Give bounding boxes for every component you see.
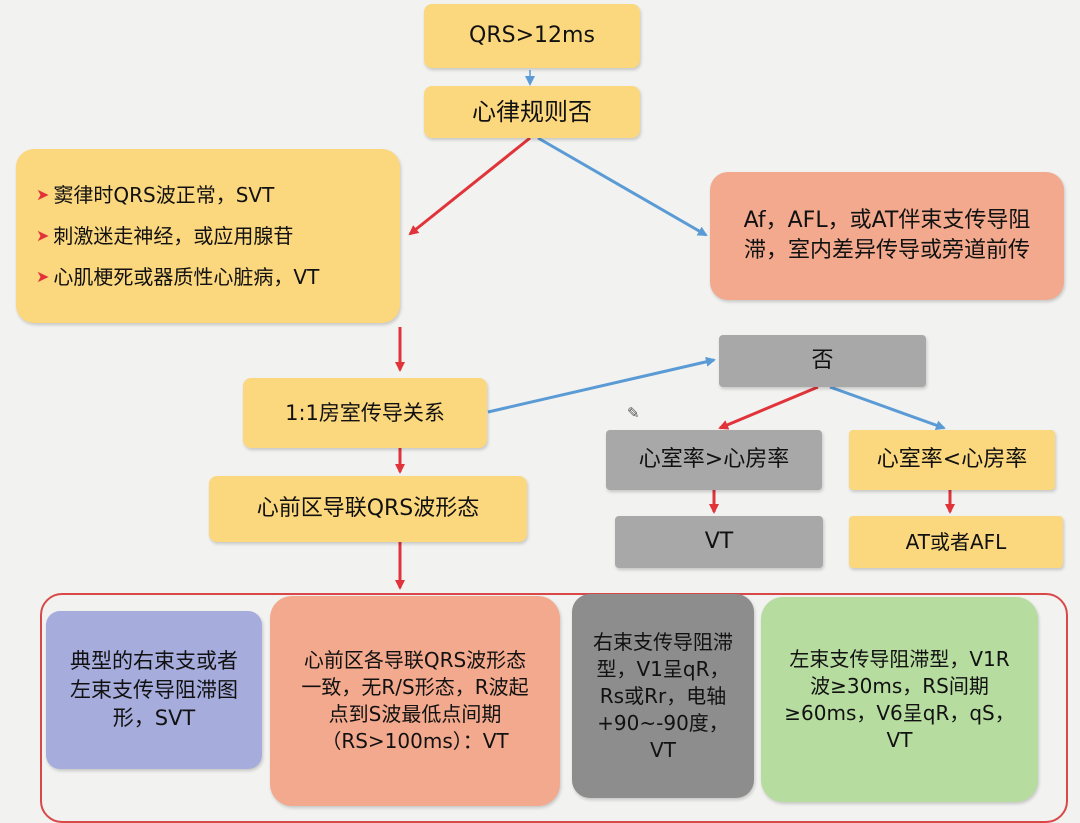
rhythm-node: 心律规则否 — [424, 86, 640, 138]
bullet-icon: ➤ — [36, 226, 50, 246]
arrow-no-to-vgt — [718, 385, 819, 430]
at-afl-node: AT或者AFL — [849, 516, 1063, 568]
arrow-no-to-vlt — [829, 385, 946, 430]
arrow-av-to-no — [487, 356, 716, 414]
list-item: ➤刺激迷走神经，或应用腺苷 — [36, 223, 294, 248]
av-conduction-node: 1:1房室传导关系 — [243, 378, 487, 448]
af-node: Af，AFL，或AT伴束支传导阻滞，室内差异传导或旁道前传 — [710, 172, 1064, 300]
bullet-icon: ➤ — [36, 267, 50, 287]
precordial-node: 心前区导联QRS波形态 — [209, 476, 527, 542]
bottom-lbbb-vt: 左束支传导阻滞型，V1R波≥30ms，RS间期≥60ms，V6呈qR，qS，VT — [761, 597, 1038, 802]
arrow-rhythm-to-left — [408, 136, 531, 236]
vt-node: VT — [615, 516, 823, 568]
vlt-node: 心室率<心房率 — [849, 430, 1055, 490]
left-list-node: ➤窦律时QRS波正常，SVT ➤刺激迷走神经，或应用腺苷 ➤心肌梗死或器质性心脏… — [16, 149, 400, 323]
arrow-rhythm-to-af — [537, 136, 708, 237]
pencil-icon: ✎ — [627, 404, 640, 422]
bullet-icon: ➤ — [36, 185, 50, 205]
vgt-node: 心室率>心房率 — [606, 430, 822, 490]
qrs-node: QRS>12ms — [424, 4, 640, 68]
list-item: ➤心肌梗死或器质性心脏病，VT — [36, 264, 320, 289]
bottom-rbbb-vt: 右束支传导阻滞型，V1呈qR，Rs或Rr，电轴+90~-90度，VT — [572, 594, 754, 798]
bottom-bbb-svt: 典型的右束支或者左束支传导阻滞图形，SVT — [46, 611, 262, 769]
no-node: 否 — [719, 335, 926, 387]
list-item: ➤窦律时QRS波正常，SVT — [36, 182, 275, 207]
flow-arrows — [395, 70, 955, 590]
bottom-concordant-vt: 心前区各导联QRS波形态一致，无R/S形态，R波起点到S波最低点间期（RS>10… — [270, 596, 560, 806]
